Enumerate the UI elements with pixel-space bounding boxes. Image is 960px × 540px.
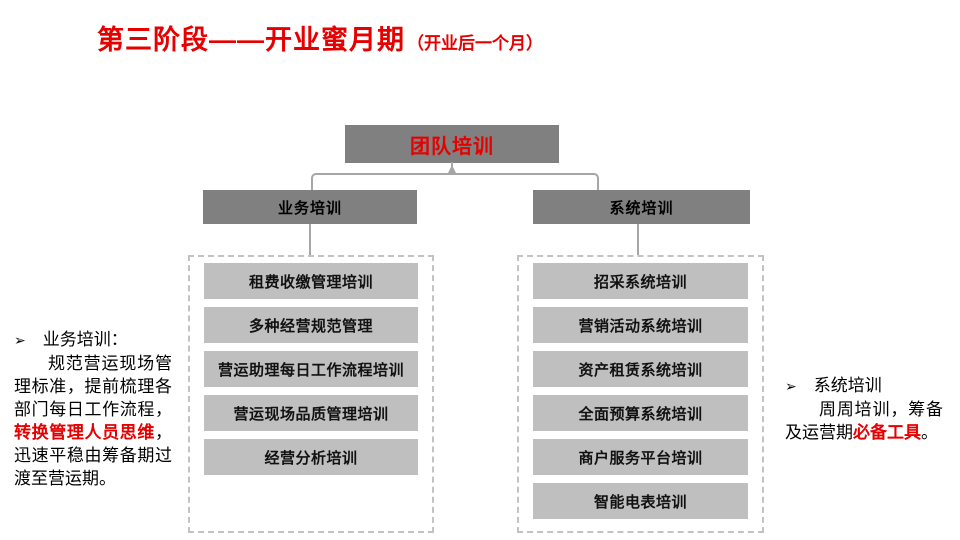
training-item: 经营分析培训 [204,439,418,475]
connector-arrowhead [448,165,456,173]
page-title: 第三阶段——开业蜜月期 （开业后一个月） [97,18,543,57]
training-item: 全面预算系统培训 [533,395,748,431]
training-item: 商户服务平台培训 [533,439,748,475]
group-business-training: 租费收缴管理培训 多种经营规范管理 营运助理每日工作流程培训 营运现场品质管理培… [188,255,434,533]
training-item: 多种经营规范管理 [204,307,418,343]
page-title-main: 第三阶段——开业蜜月期 [97,25,405,55]
training-item: 租费收缴管理培训 [204,263,418,299]
training-item: 营运助理每日工作流程培训 [204,351,418,387]
note-highlight: 转换管理人员思维 [14,423,155,442]
arrow-bullet-icon: ➢ [785,378,797,394]
note-highlight: 必备工具 [853,423,921,442]
training-item: 资产租赁系统培训 [533,351,748,387]
branch-header-system: 系统培训 [533,190,750,224]
training-item: 营销活动系统培训 [533,307,748,343]
note-text: ，迅速平稳由筹备期过渡至营运期。 [14,423,172,488]
note-text: 周周培训，筹备及运营期 [785,400,943,442]
note-system-training: ➢ 系统培训 周周培训，筹备及运营期必备工具。 [785,374,943,444]
note-text: 规范营运现场管理标准，提前梳理各部门每日工作流程， [14,354,172,419]
root-node-team-training: 团队培训 [345,125,559,163]
branch-header-business: 业务培训 [203,190,417,224]
note-title-row: ➢ 系统培训 [785,374,943,398]
note-business-training: ➢ 业务培训： 规范营运现场管理标准，提前梳理各部门每日工作流程， 转换管理人员思维… [14,328,172,490]
arrow-bullet-icon: ➢ [14,332,26,348]
note-body: 规范营运现场管理标准，提前梳理各部门每日工作流程， 转换管理人员思维，迅速平稳由筹… [14,352,172,490]
training-item: 营运现场品质管理培训 [204,395,418,431]
note-title-row: ➢ 业务培训： [14,328,172,352]
connector-drop-system [637,224,639,255]
connector-drop-business [309,224,311,255]
note-title: 业务培训： [42,330,128,349]
training-item: 招采系统培训 [533,263,748,299]
page-title-sub: （开业后一个月） [407,34,543,53]
training-item: 智能电表培训 [533,483,748,519]
group-system-training: 招采系统培训 营销活动系统培训 资产租赁系统培训 全面预算系统培训 商户服务平台… [517,255,764,533]
note-body: 周周培训，筹备及运营期必备工具。 [785,398,943,444]
connector-bracket [311,173,599,192]
note-title: 系统培训 [813,376,882,395]
note-text: 。 [921,423,938,442]
